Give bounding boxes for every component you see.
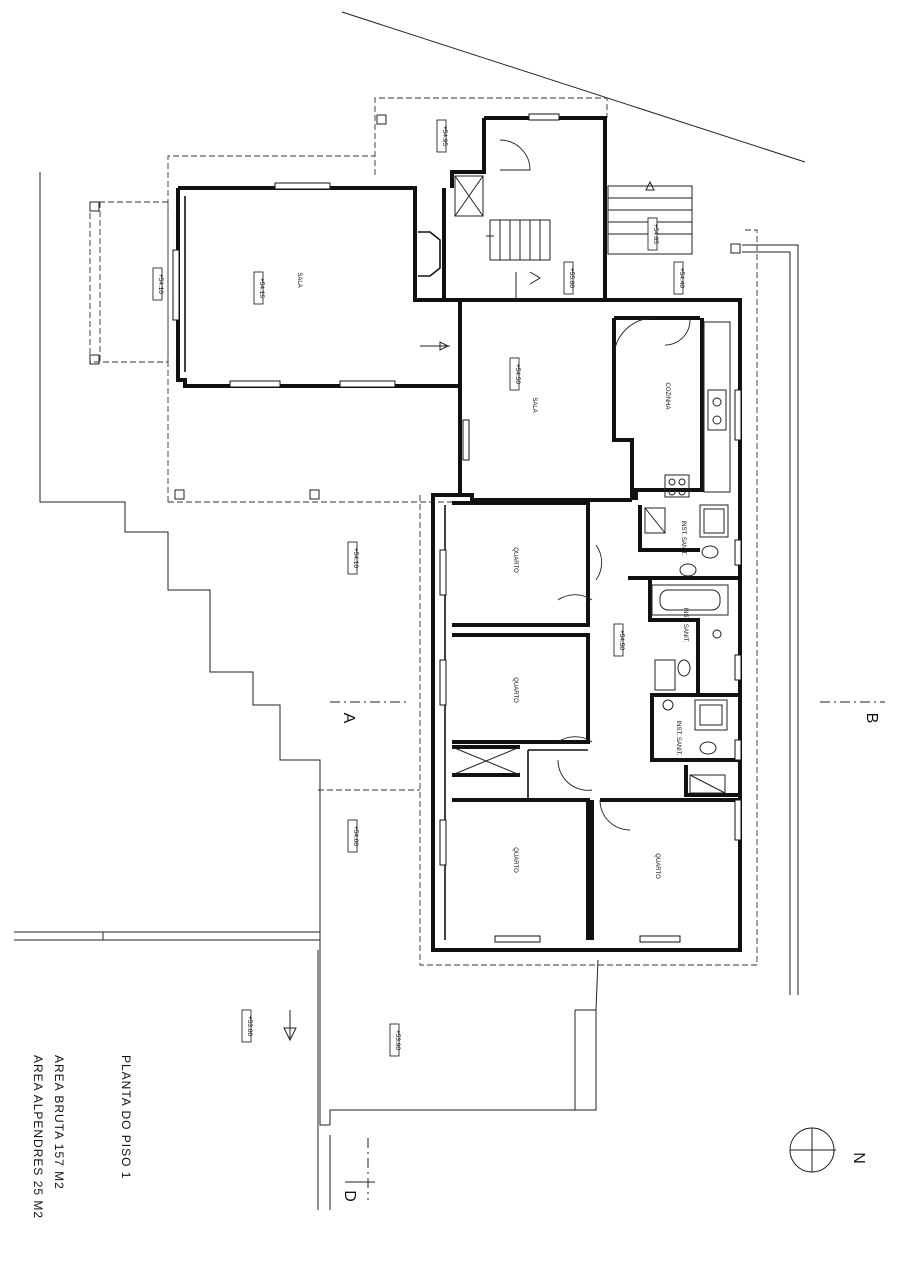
level-marker: +54.65 — [652, 224, 659, 244]
level-markers: +54.95 +55.00 +54.15 +54.10 +54.65 +54.4… — [152, 119, 685, 1057]
plan-title: PLANTA DO PISO 1 — [119, 1055, 133, 1179]
room-label-inst-sanit-2: INST. SANIT. — [682, 607, 688, 642]
level-marker: +54.10 — [352, 548, 359, 568]
room-label-inst-sanit-1: INST. SANIT. — [680, 520, 686, 555]
room-label-quarto-4: QUARTO — [654, 853, 660, 879]
level-marker: +54.50 — [618, 630, 625, 650]
level-marker: +53.90 — [394, 1030, 401, 1050]
section-mark-b: B — [863, 713, 880, 724]
level-marker: +54.15 — [258, 278, 265, 298]
level-marker: +54.10 — [157, 274, 164, 294]
room-label-sala-1: SALA — [296, 272, 302, 287]
room-label-inst-sanit-3: INST. SANIT. — [675, 720, 681, 755]
area-bruta: AREA BRUTA 157 M2 — [52, 1055, 66, 1190]
section-cuts: A B D — [330, 701, 885, 1202]
doors — [499, 139, 691, 831]
level-marker: +54.40 — [678, 268, 685, 288]
interior-walls — [451, 316, 740, 940]
windows — [172, 113, 742, 943]
section-mark-a: A — [340, 713, 357, 724]
room-label-quarto-3: QUARTO — [512, 847, 518, 873]
section-mark-d: D — [341, 1190, 358, 1202]
level-marker: +54.00 — [352, 826, 359, 846]
level-marker: +54.95 — [441, 126, 448, 146]
room-label-quarto-1: QUARTO — [512, 547, 518, 573]
area-alpendres: AREA ALPENDRES 25 M2 — [31, 1055, 45, 1219]
drawing-notes: PLANTA DO PISO 1 AREA BRUTA 157 M2 AREA … — [31, 1055, 133, 1219]
level-marker: +55.00 — [568, 268, 575, 288]
north-label: N — [850, 1152, 867, 1164]
level-marker: +53.00 — [246, 1016, 253, 1036]
room-label-sala-2: SALA — [531, 397, 537, 412]
staircase — [418, 175, 551, 300]
room-label-quarto-2: QUARTO — [512, 677, 518, 703]
site-boundary — [14, 11, 806, 1210]
north-arrow-icon: N — [789, 1127, 867, 1173]
level-marker: +54.50 — [514, 364, 521, 384]
roof-outline — [89, 97, 758, 966]
room-labels: SALA SALA COZINHA QUARTO QUARTO QUARTO Q… — [296, 272, 688, 879]
room-label-cozinha: COZINHA — [664, 383, 670, 410]
fixtures — [89, 114, 741, 1042]
